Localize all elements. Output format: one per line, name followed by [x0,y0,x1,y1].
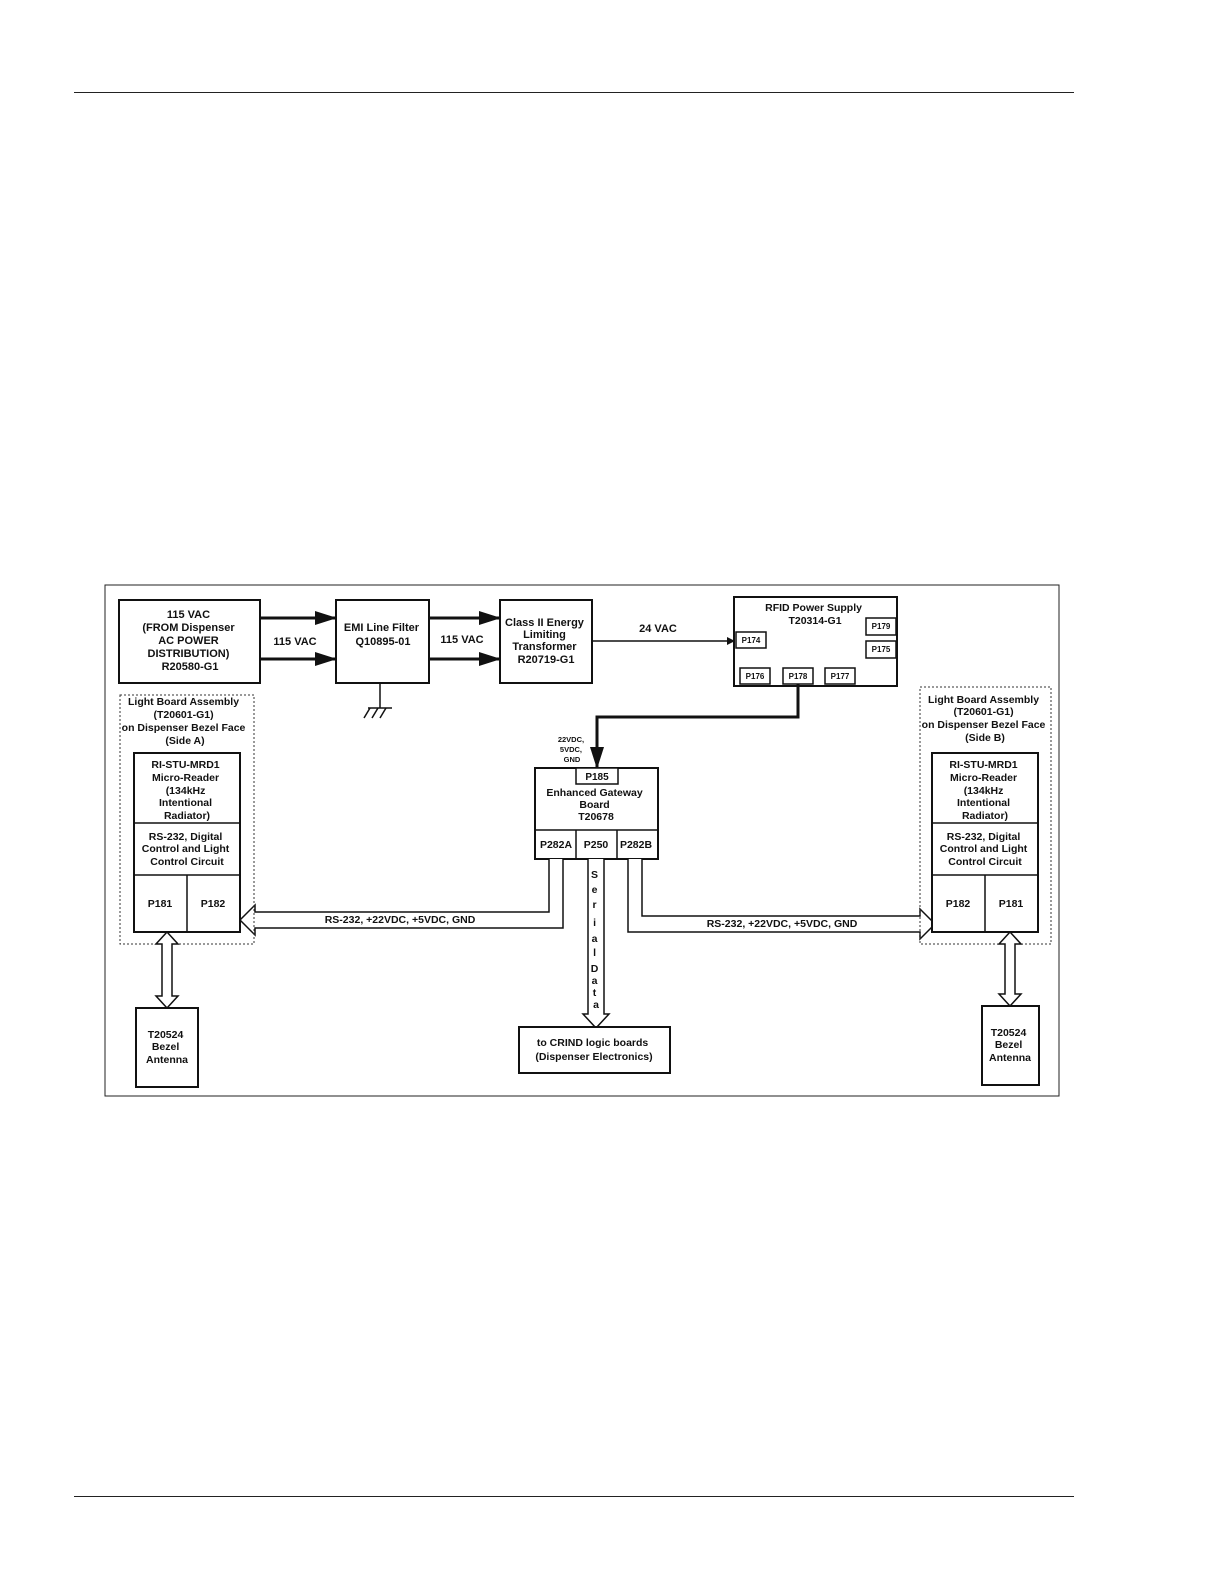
side-a-reader-label: RI-STU-MRD1 Micro-Reader (134kHz Intenti… [151,759,222,822]
crind-label: to CRIND logic boards (Dispenser Electro… [535,1037,652,1063]
side-b-port-left: P182 [946,898,971,910]
header-rule [74,92,1074,93]
port-p176: P176 [746,672,765,681]
rfid-power-supply-label: RFID Power Supply T20314-G1 [765,602,865,627]
label-115vac-a: 115 VAC [273,636,316,648]
ac-source-box [118,599,261,684]
port-p250: P250 [584,839,609,851]
gateway-board-label: Enhanced Gateway Board T20678 [546,787,645,823]
side-a-antenna-box [135,1007,199,1088]
port-p185-box [575,767,619,785]
side-a-assembly-label: Light Board Assembly (T20601-G1) on Disp… [122,696,249,747]
side-b-control-label: RS-232, Digital Control and Light Contro… [940,831,1030,868]
port-p178: P178 [789,672,808,681]
emi-filter-box [335,599,430,684]
side-a-port-right: P182 [201,898,226,910]
side-b-assembly-label: Light Board Assembly (T20601-G1) on Disp… [922,694,1049,744]
port-p176-box [739,667,771,685]
side-b-antenna-label: T20524 Bezel Antenna [989,1027,1031,1064]
side-a-control-label: RS-232, Digital Control and Light Contro… [142,831,232,868]
transformer-box [499,599,593,684]
transformer-label: Class II Energy Limiting Transformer R20… [505,617,587,666]
crind-box [518,1026,671,1074]
side-b-assembly-outline [919,686,1052,945]
port-p177-box [824,667,856,685]
bus-label-side-b: RS-232, +22VDC, +5VDC, GND [707,918,858,930]
port-p174-box [735,631,767,649]
bus-label-side-a: RS-232, +22VDC, +5VDC, GND [325,914,476,926]
dc-feed-line [590,684,800,769]
port-p175-box [865,640,897,659]
side-a-assembly-outline [119,694,255,945]
port-p185: P185 [585,772,609,783]
side-a-port-left: P181 [148,898,173,910]
port-p175: P175 [872,645,891,654]
footer-rule [74,1496,1074,1497]
port-p177: P177 [831,672,850,681]
side-b-antenna-link [997,930,1023,1008]
ac-source-label: 115 VAC (FROM Dispenser AC POWER DISTRIB… [142,609,237,673]
port-p174: P174 [742,636,761,645]
serial-data-label: S e r i a l D a t a [591,869,602,1011]
label-24vac: 24 VAC [639,623,677,635]
port-p179-box [865,617,897,636]
dc-feed-label: 22VDC, 5VDC, GND [558,735,586,764]
emi-filter-label: EMI Line Filter Q10895-01 [344,622,422,648]
port-p282a: P282A [540,839,573,851]
port-p179: P179 [872,622,891,631]
ground-icon [363,683,392,719]
side-b-antenna-box [981,1005,1040,1086]
side-b-reader-label: RI-STU-MRD1 Micro-Reader (134kHz Intenti… [949,759,1020,822]
diagram-frame [104,584,1060,1097]
side-b-port-right: P181 [999,898,1024,910]
side-a-antenna-link [154,930,180,1010]
port-p282b: P282B [620,839,653,851]
label-115vac-b: 115 VAC [440,634,483,646]
side-a-antenna-label: T20524 Bezel Antenna [146,1029,188,1066]
